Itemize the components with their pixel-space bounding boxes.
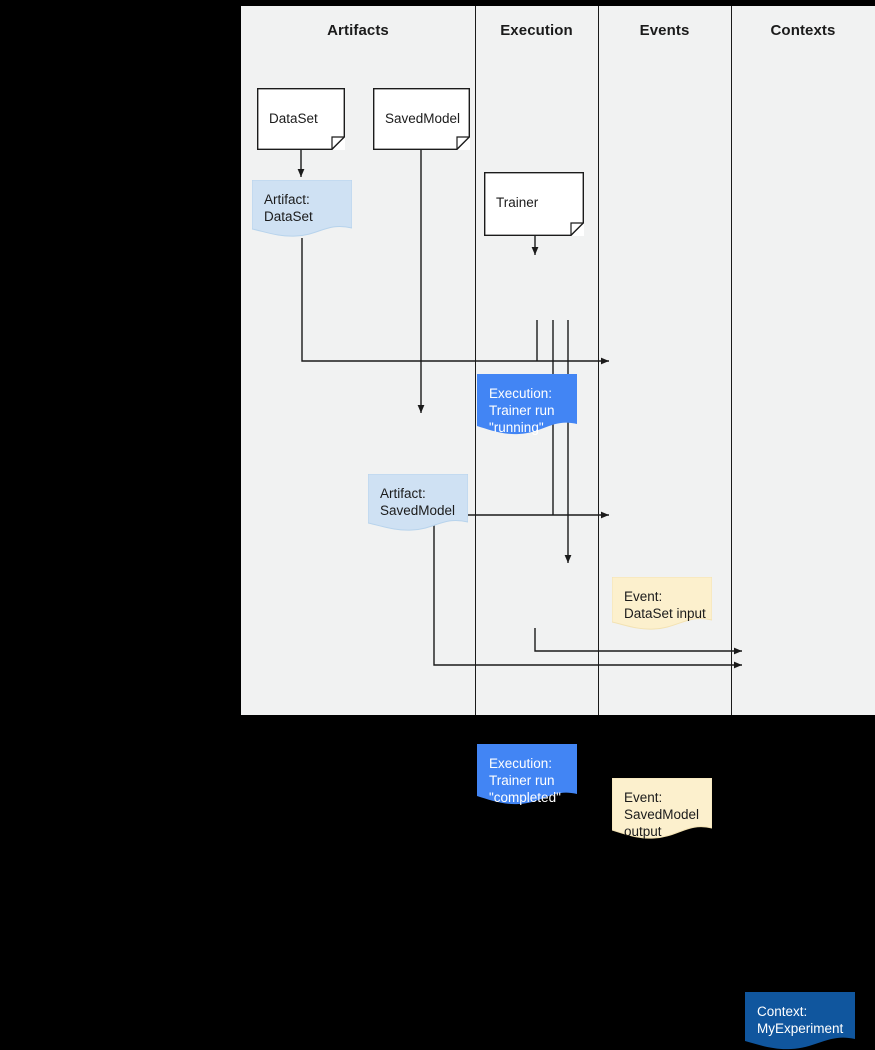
column-header-execution-label: Execution: [500, 21, 573, 39]
node-execution-completed[interactable]: Execution: Trainer run "completed": [477, 744, 577, 806]
document-shape-icon: [373, 88, 470, 150]
node-document-trainer-label: Trainer: [496, 195, 539, 210]
node-document-trainer[interactable]: Trainer: [484, 172, 584, 236]
node-artifact-dataset[interactable]: Artifact: DataSet: [252, 180, 352, 238]
node-event-savedmodel-output[interactable]: Event: SavedModel output: [612, 778, 712, 840]
column-header-artifacts-label: Artifacts: [327, 21, 389, 39]
wavy-document-shape-icon: [368, 474, 468, 531]
node-event-savedmodel-output-label: Event: SavedModel output: [624, 790, 700, 839]
column-header-execution: Execution: [475, 6, 598, 54]
diagram-canvas-root: Artifacts Execution Events Contexts: [241, 6, 875, 1050]
edge-execution-completed-to-context: [534, 628, 742, 655]
node-event-dataset-input-label: Event: DataSet input: [624, 589, 706, 621]
column-header-events-label: Events: [639, 21, 690, 39]
node-artifact-dataset-label: Artifact: DataSet: [264, 192, 313, 224]
column-header-contexts-label: Contexts: [770, 21, 836, 39]
column-header-artifacts: Artifacts: [241, 6, 475, 54]
node-execution-completed-label: Execution: Trainer run "completed": [489, 756, 561, 805]
edge-artifact-dataset-to-event: [301, 238, 609, 365]
node-artifact-savedmodel-label: Artifact: SavedModel: [380, 486, 456, 518]
node-artifact-savedmodel[interactable]: Artifact: SavedModel: [368, 474, 468, 532]
node-event-dataset-input[interactable]: Event: DataSet input: [612, 577, 712, 630]
document-shape-icon: [257, 88, 345, 150]
wavy-document-shape-icon: [477, 374, 577, 435]
column-divider-3: [731, 6, 733, 715]
edge-artifact-savedmodel-to-context: [433, 474, 742, 669]
node-context-myexperiment-label: Context: MyExperiment: [757, 1004, 844, 1036]
node-execution-running[interactable]: Execution: Trainer run "running": [477, 374, 577, 436]
column-header-events: Events: [598, 6, 731, 54]
node-document-savedmodel-label: SavedModel: [385, 111, 461, 126]
node-execution-running-label: Execution: Trainer run "running": [489, 386, 555, 435]
wavy-document-shape-icon: [612, 577, 712, 630]
node-context-myexperiment[interactable]: Context: MyExperiment: [745, 992, 855, 1050]
diagram-canvas: Artifacts Execution Events Contexts: [241, 6, 875, 1050]
node-document-savedmodel[interactable]: SavedModel: [373, 88, 470, 150]
node-document-dataset-label: DataSet: [269, 111, 318, 126]
node-document-dataset[interactable]: DataSet: [257, 88, 345, 150]
column-header-contexts: Contexts: [731, 6, 875, 54]
connector-layer: [297, 150, 742, 669]
document-shape-icon: [484, 172, 584, 236]
wavy-document-shape-icon: [252, 180, 352, 237]
